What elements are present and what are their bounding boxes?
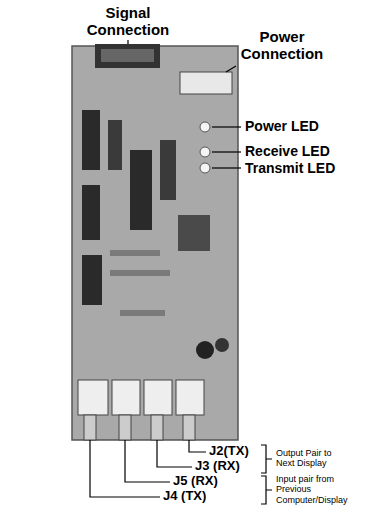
chip bbox=[108, 120, 122, 170]
capacitor bbox=[215, 338, 229, 352]
chip bbox=[82, 255, 102, 305]
leader-line bbox=[127, 40, 128, 44]
power-led bbox=[200, 122, 210, 132]
connector-housing bbox=[176, 380, 204, 415]
connection-label: Power Connection bbox=[234, 28, 330, 63]
chip bbox=[82, 185, 100, 240]
connector-housing bbox=[112, 380, 140, 415]
leader-line bbox=[125, 440, 170, 482]
leader-line bbox=[90, 440, 160, 497]
chip bbox=[130, 150, 152, 230]
resistor bbox=[120, 310, 165, 316]
leader-line bbox=[157, 440, 192, 467]
bracket-note: Input pair from Previous Computer/Displa… bbox=[276, 474, 356, 505]
power-connector bbox=[180, 72, 232, 94]
connector-barrel bbox=[84, 415, 96, 440]
circuit-board bbox=[72, 46, 238, 440]
capacitor bbox=[196, 341, 214, 359]
jack-label: J4 (TX) bbox=[163, 489, 206, 504]
bracket bbox=[261, 445, 272, 473]
leader-line bbox=[212, 126, 241, 127]
jack-label: J2(TX) bbox=[209, 444, 249, 459]
connection-label: Signal Connection bbox=[80, 4, 176, 39]
resistor bbox=[110, 270, 170, 276]
jack-label: J3 (RX) bbox=[195, 459, 240, 474]
leader-line bbox=[212, 151, 241, 152]
chip bbox=[160, 140, 176, 200]
resistor bbox=[110, 250, 160, 256]
signal-connector-pins bbox=[101, 49, 154, 62]
connector-barrel bbox=[183, 415, 195, 440]
bracket bbox=[261, 476, 272, 504]
jack-label: J5 (RX) bbox=[173, 474, 218, 489]
connector-barrel bbox=[119, 415, 131, 440]
leader-line bbox=[189, 440, 206, 452]
relay bbox=[178, 215, 210, 251]
transmit-led bbox=[200, 163, 210, 173]
signal-connector bbox=[95, 44, 160, 68]
led-label: Receive LED bbox=[245, 143, 330, 159]
led-label: Power LED bbox=[245, 118, 319, 134]
connector-housing bbox=[144, 380, 172, 415]
chip bbox=[82, 110, 100, 170]
bracket-note: Output Pair to Next Display bbox=[276, 448, 348, 469]
leader-line bbox=[212, 167, 241, 168]
receive-led bbox=[200, 147, 210, 157]
connector-barrel bbox=[151, 415, 163, 440]
leader-line bbox=[226, 66, 236, 72]
led-label: Transmit LED bbox=[245, 160, 335, 176]
connector-housing bbox=[78, 380, 108, 415]
